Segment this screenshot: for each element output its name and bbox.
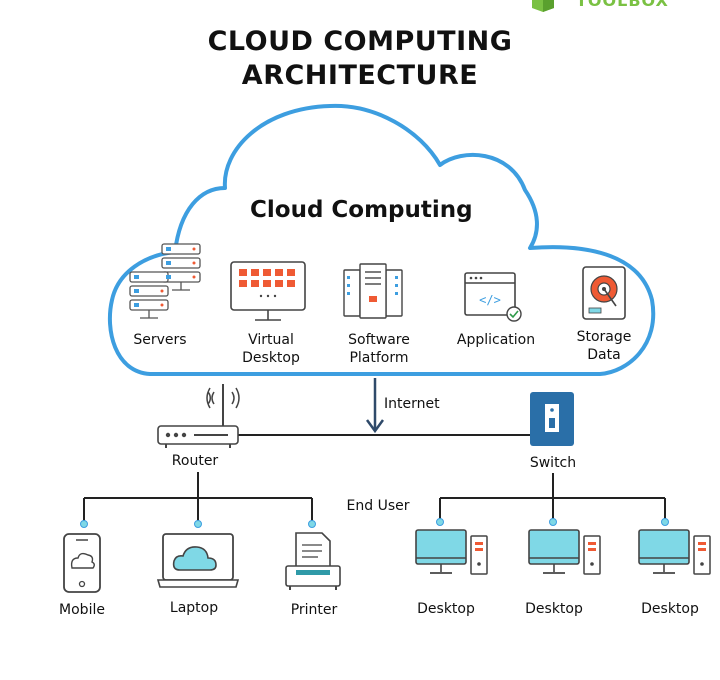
router-icon — [157, 384, 240, 448]
switch-tree — [436, 473, 669, 526]
page-title-line1: CLOUD COMPUTING — [207, 26, 513, 57]
storage-data-icon — [582, 266, 626, 320]
virtual-desktop-icon — [230, 261, 306, 321]
brand-text: TOOLBOX — [576, 0, 669, 10]
cloud-item-storage-data-label: Storage Data — [564, 328, 644, 364]
router-label: Router — [171, 453, 219, 469]
switch-label: Switch — [529, 455, 577, 471]
router-tree — [80, 472, 316, 528]
internet-arrow — [365, 378, 385, 434]
servers-icon — [129, 243, 201, 319]
software-platform-icon — [343, 263, 403, 319]
cloud-item-virtual-desktop-label: Virtual Desktop — [228, 331, 314, 367]
svg-text:</>: </> — [479, 293, 501, 307]
cloud-item-label-line1: Software — [348, 332, 410, 348]
desktop-icon — [528, 529, 601, 575]
brand-cube-icon — [532, 0, 554, 12]
desktop-label: Desktop — [641, 601, 699, 617]
internet-label: Internet — [384, 396, 440, 412]
cloud-item-application-label: Application — [444, 331, 548, 349]
switch-icon — [530, 392, 574, 446]
laptop-label: Laptop — [169, 600, 219, 616]
printer-label: Printer — [290, 602, 338, 618]
cloud-item-label-line2: Platform — [349, 350, 409, 366]
desktop-label: Desktop — [525, 601, 583, 617]
cloud-item-label-line2: Desktop — [242, 350, 300, 366]
desktop-icon — [415, 529, 488, 575]
brand-logo: TOOLBOX — [532, 0, 692, 12]
cloud-item-label-line1: Servers — [133, 332, 187, 348]
cloud-title: Cloud Computing — [250, 197, 473, 223]
cloud-item-label-line1: Storage — [576, 329, 632, 345]
laptop-icon — [156, 533, 240, 588]
cloud-item-label-line2: Data — [587, 347, 621, 363]
desktop-label: Desktop — [417, 601, 475, 617]
printer-icon — [285, 532, 341, 590]
mobile-icon — [63, 533, 101, 593]
end-user-label: End User — [346, 498, 410, 514]
desktop-icon — [638, 529, 711, 575]
page-title-line2: ARCHITECTURE — [241, 60, 479, 91]
cloud-item-servers-label: Servers — [120, 331, 200, 349]
mobile-label: Mobile — [59, 602, 105, 618]
cloud-item-label-line1: Application — [456, 332, 536, 348]
application-icon: </> — [464, 272, 522, 322]
cloud-item-software-platform-label: Software Platform — [334, 331, 424, 367]
cloud-item-label-line1: Virtual — [248, 332, 294, 348]
